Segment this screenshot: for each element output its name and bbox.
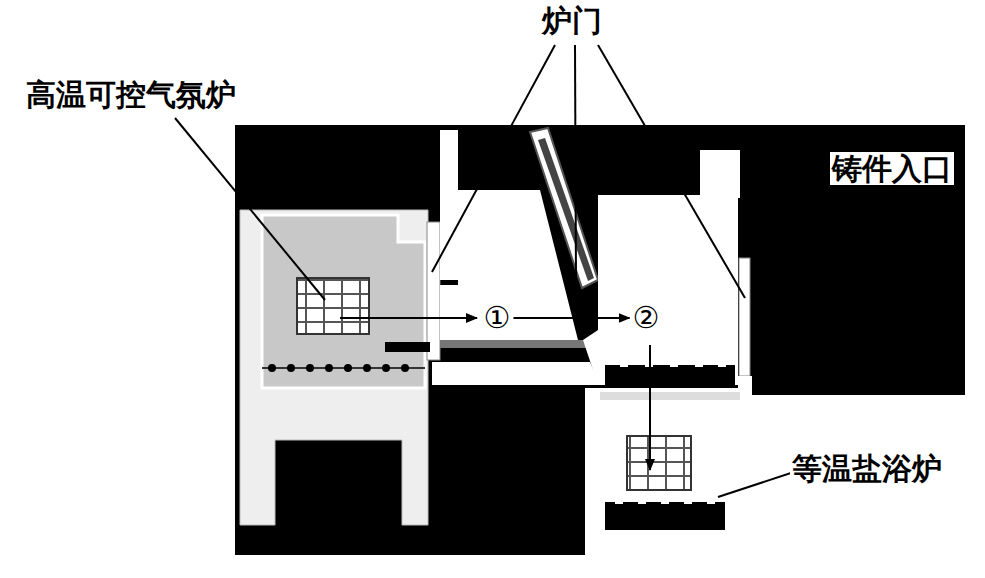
casting-basket	[627, 436, 691, 490]
background	[235, 125, 965, 555]
callout-number: ②	[630, 301, 663, 335]
leader-lines	[175, 45, 838, 497]
furnace-label: 高温可控气氛炉	[24, 78, 238, 111]
callout-text: ①	[484, 300, 511, 335]
entry-chamber	[583, 195, 738, 385]
casting-basket	[297, 278, 369, 334]
salt-bath-label: 等温盐浴炉	[790, 452, 944, 485]
door-post	[440, 130, 458, 280]
furnace-chamber	[262, 215, 425, 388]
salt-bath	[605, 502, 725, 530]
salt-bath-enclosure	[585, 388, 965, 555]
tilted-door	[530, 128, 598, 288]
callout-number: ①	[481, 301, 514, 335]
furnace-door	[427, 222, 440, 360]
entry-label: 铸件入口	[830, 152, 954, 185]
furnace-housing	[240, 210, 428, 525]
callout-text: ②	[633, 300, 660, 335]
rollers	[268, 364, 409, 372]
flow-arrow	[513, 317, 629, 319]
door-label: 炉门	[540, 4, 604, 37]
entry-door	[739, 258, 750, 376]
